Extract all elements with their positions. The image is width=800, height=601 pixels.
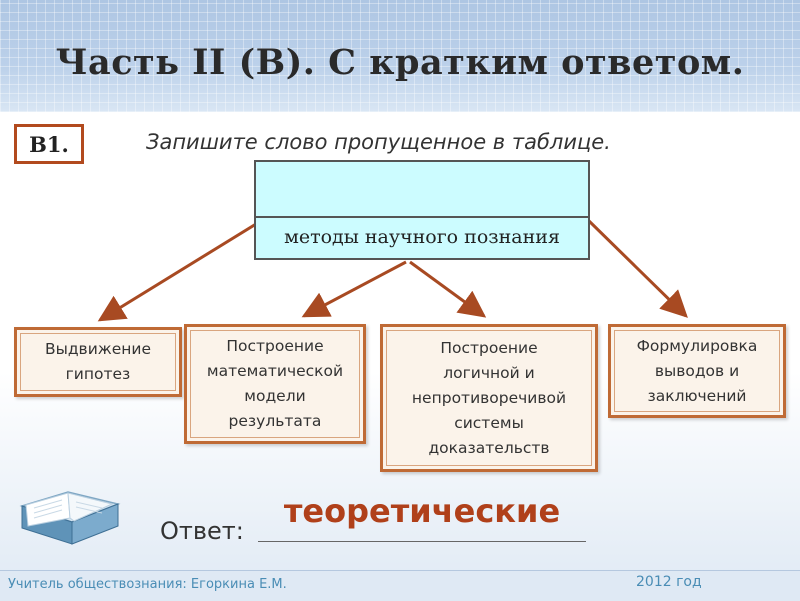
arrow-to-conclusions [586, 218, 688, 318]
methods-header-box: методы научного познания [254, 160, 590, 260]
method-box-conclusions: Формулировка выводов и заключений [608, 324, 786, 418]
header-band [0, 0, 800, 112]
method-box-proof-system: Построение логичной и непротиворечивой с… [380, 324, 598, 472]
arrow-to-proof-system [409, 260, 487, 318]
arrow-to-math-model [301, 260, 407, 318]
arrow-to-hypotheses [97, 222, 257, 322]
question-badge: В1. [14, 124, 84, 164]
footer-bar [0, 570, 800, 601]
answer-value: теоретические [283, 492, 561, 530]
method-label: Формулировка выводов и заключений [636, 336, 758, 405]
footer-author: Учитель обществознания: Егоркина Е.М. [8, 577, 287, 592]
header-box-divider [256, 216, 588, 218]
method-box-hypotheses: Выдвижение гипотез [14, 327, 182, 397]
slide-title: Часть II (В). С кратким ответом. [55, 42, 745, 83]
answer-label: Ответ: [160, 517, 244, 545]
instruction-text: Запишите слово пропущенное в таблице. [146, 130, 611, 154]
method-label: Построение математической модели результ… [206, 337, 344, 430]
methods-header-label: методы научного познания [284, 226, 560, 248]
method-box-math-model: Построение математической модели результ… [184, 324, 366, 444]
answer-underline [258, 541, 586, 542]
footer-year: 2012 год [636, 574, 702, 590]
open-book-icon [19, 491, 121, 545]
method-label: Построение логичной и непротиворечивой с… [411, 338, 567, 457]
method-label: Выдвижение гипотез [44, 340, 152, 383]
